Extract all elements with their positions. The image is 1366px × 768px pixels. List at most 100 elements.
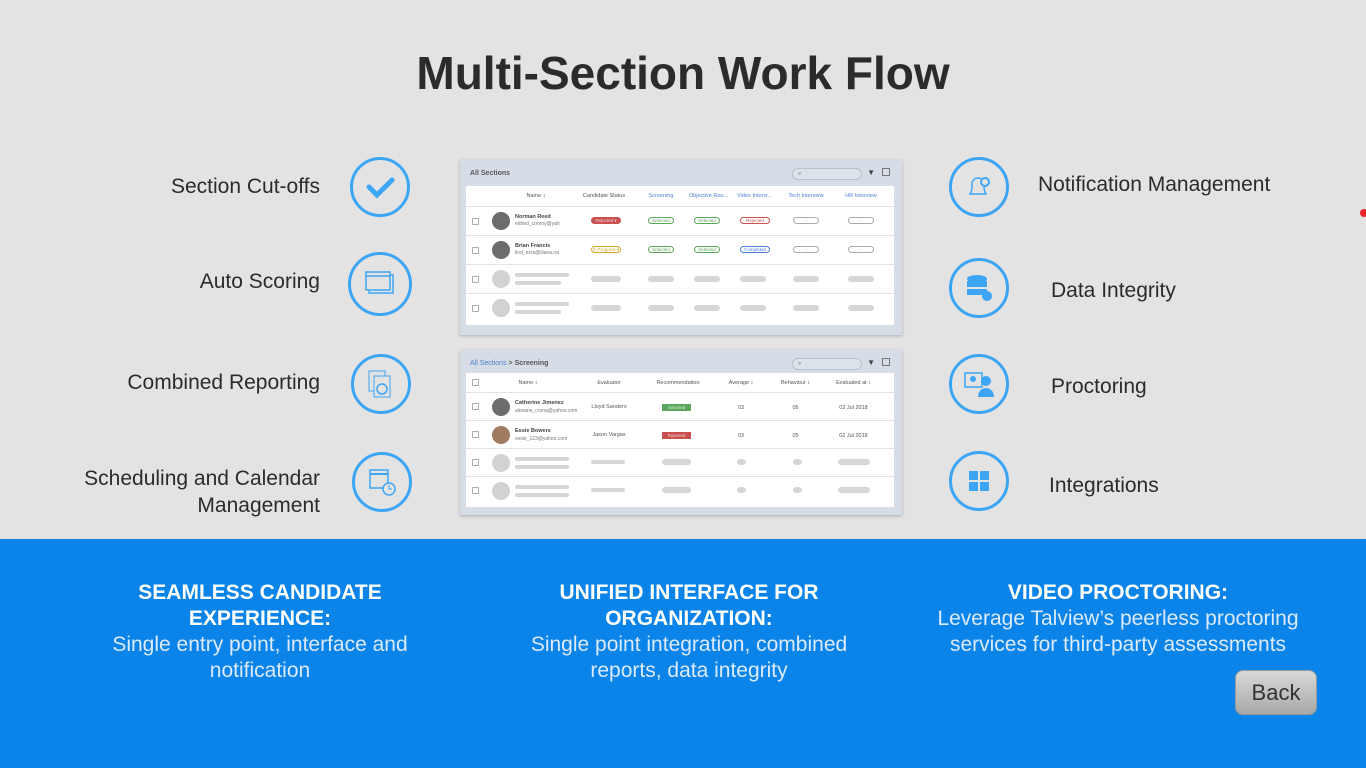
placeholder-row [466, 449, 894, 477]
database-gear-icon [949, 258, 1009, 318]
col-header: Video Intervi... [736, 193, 773, 199]
summary-candidate-experience: SEAMLESS CANDIDATE EXPERIENCE:Single ent… [75, 580, 445, 684]
stage-badge: Rejected [740, 217, 770, 224]
candidate-name: Catherine Jimenez [515, 400, 564, 406]
summary-video-proctoring: VIDEO PROCTORING: Leverage Talview’s peer… [933, 580, 1303, 658]
search-input[interactable]: ⌕ [792, 168, 862, 180]
search-input[interactable]: ⌕ [792, 358, 862, 370]
stage-badge: Selected [694, 217, 720, 224]
report-pie-icon [351, 354, 411, 414]
select-all-checkbox[interactable] [472, 379, 479, 386]
table-row[interactable]: Norman Reed eldred_conroy@yah Rejected ▾… [466, 207, 894, 236]
page-title: Multi-Section Work Flow [416, 47, 950, 99]
col-header[interactable]: Average ↕ [728, 380, 754, 386]
bell-gear-icon [949, 157, 1009, 217]
candidate-name: Essie Bowers [515, 428, 551, 434]
video-proctor-icon [949, 354, 1009, 414]
col-header: Candidate Status [582, 193, 626, 199]
col-header: Evaluator [597, 380, 621, 386]
evaluated-at: 02 Jul 2018 [839, 405, 868, 411]
avatar [492, 212, 510, 230]
recommendation-badge: Rejected [662, 432, 691, 439]
col-header[interactable]: Name ↕ [526, 193, 546, 199]
row-checkbox[interactable] [472, 403, 479, 410]
average: 03 [737, 433, 745, 439]
col-header: Screening [648, 193, 674, 199]
browser-windows-icon [348, 252, 412, 316]
summary-text: Single point integration, combined repor… [530, 633, 848, 682]
candidate-email: lind_ezra@iliana.na [515, 250, 559, 256]
stage-badge: -- [793, 246, 819, 253]
feature-notification-management: Notification Management [1038, 173, 1271, 196]
placeholder-row [466, 294, 894, 323]
feature-scheduling: Scheduling and Calendar Management [84, 467, 320, 517]
panel-title: Screening [514, 360, 549, 367]
behaviour: 05 [792, 433, 799, 439]
evaluator: Jason Vargas [592, 432, 626, 438]
calendar-clock-icon [352, 452, 412, 512]
table-row[interactable]: Brian Francis lind_ezra@iliana.na In Pro… [466, 236, 894, 265]
summary-unified-interface: UNIFIED INTERFACE FOR ORGANIZATION:Singl… [504, 580, 874, 684]
candidate-name: Norman Reed [515, 214, 551, 220]
row-checkbox[interactable] [472, 218, 479, 225]
grid-icon[interactable] [882, 358, 890, 366]
screening-screenshot: All Sections > Screening ⌕ ▼ Name ↕ Eval… [460, 350, 902, 515]
col-header[interactable]: Name ↕ [518, 380, 538, 386]
stage-badge: Selected [648, 246, 674, 253]
avatar [492, 426, 510, 444]
feature-data-integrity: Data Integrity [1051, 279, 1176, 302]
summary-heading: SEAMLESS CANDIDATE EXPERIENCE: [138, 581, 382, 630]
stage-badge: Completed [740, 246, 770, 253]
summary-heading: UNIFIED INTERFACE FOR ORGANIZATION: [559, 581, 819, 630]
col-header: Objective Rou... [688, 193, 729, 199]
row-checkbox[interactable] [472, 431, 479, 438]
stage-badge: -- [793, 217, 819, 224]
status-badge[interactable]: In Progress ▾ [591, 246, 621, 253]
status-badge[interactable]: Rejected ▾ [591, 217, 621, 224]
candidate-email: essie_123@yahoo.com [515, 436, 568, 442]
stage-badge: Selected [694, 246, 720, 253]
feature-section-cutoffs: Section Cut-offs [170, 175, 320, 198]
feature-auto-scoring: Auto Scoring [199, 270, 320, 293]
red-indicator-dot [1360, 209, 1366, 217]
average: 03 [737, 405, 745, 411]
panel-title: All Sections [470, 170, 511, 177]
summary-heading: VIDEO PROCTORING: [1007, 581, 1229, 604]
avatar [492, 398, 510, 416]
filter-icon[interactable]: ▼ [867, 358, 875, 367]
table-row[interactable]: Essie Bowers essie_123@yahoo.com Jason V… [466, 421, 894, 449]
candidate-name: Brian Francis [515, 243, 551, 249]
stage-badge: -- [848, 217, 874, 224]
avatar [492, 241, 510, 259]
recommendation-badge: Selected [662, 404, 691, 411]
filter-icon[interactable]: ▼ [867, 168, 875, 177]
checkmark-icon [350, 157, 410, 217]
evaluated-at: 02 Jul 2018 [839, 433, 868, 439]
feature-integrations: Integrations [1049, 474, 1159, 497]
summary-text: Leverage Talview’s peerless proctoring s… [937, 607, 1299, 656]
feature-proctoring: Proctoring [1051, 375, 1147, 398]
puzzle-icon [949, 451, 1009, 511]
breadcrumb-link[interactable]: All Sections [470, 360, 507, 367]
col-header: Recommendation [656, 380, 700, 386]
col-header: Tech Interview [788, 193, 824, 199]
placeholder-row [466, 477, 894, 505]
candidate-email: alexane_crona@yahoo.com [515, 408, 578, 414]
stage-badge: Selected [648, 217, 674, 224]
table-row[interactable]: Catherine Jimenez alexane_crona@yahoo.co… [466, 393, 894, 421]
row-checkbox[interactable] [472, 247, 479, 254]
stage-badge: -- [848, 246, 874, 253]
col-header[interactable]: Behaviour ↕ [780, 380, 811, 386]
evaluator: Lloyd Sanders [591, 404, 627, 410]
col-header[interactable]: Evaluated at ↕ [836, 380, 871, 386]
back-button[interactable]: Back [1235, 670, 1317, 715]
placeholder-row [466, 265, 894, 294]
all-sections-screenshot: All Sections ⌕ ▼ Name ↕ Candidate Status… [460, 160, 902, 335]
candidate-email: eldred_conroy@yah [515, 221, 560, 227]
col-header: HR Interview [845, 193, 877, 199]
summary-band [0, 539, 1366, 768]
behaviour: 05 [792, 405, 799, 411]
grid-icon[interactable] [882, 168, 890, 176]
feature-combined-reporting: Combined Reporting [127, 371, 320, 394]
summary-text: Single entry point, interface and notifi… [112, 633, 408, 682]
